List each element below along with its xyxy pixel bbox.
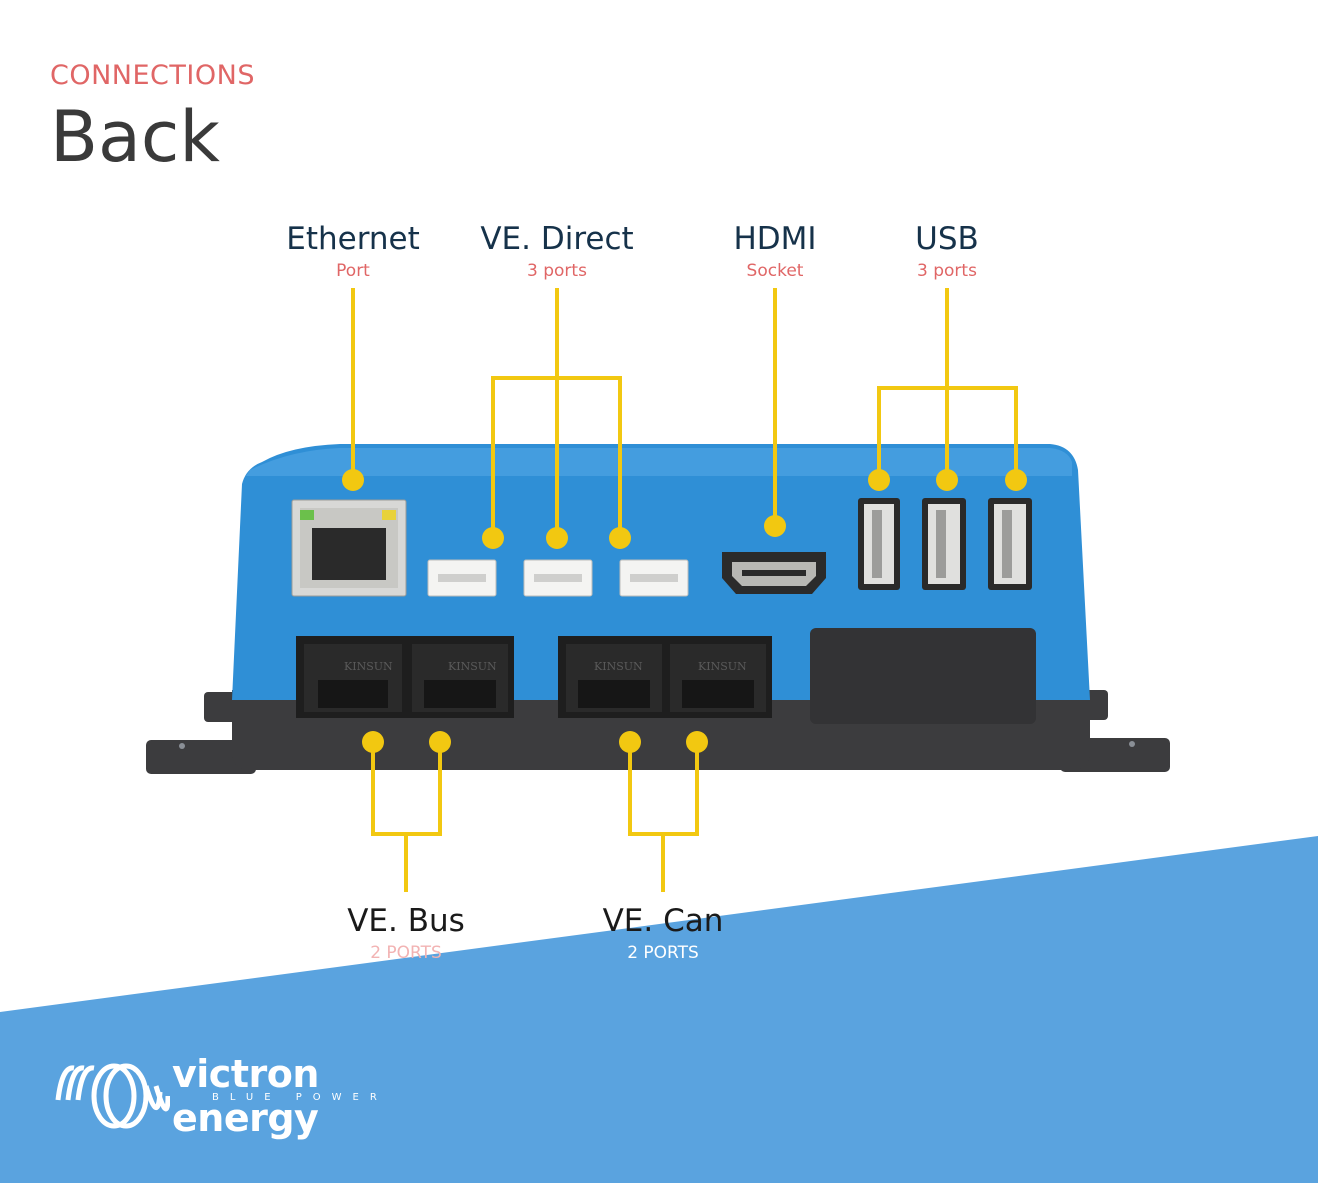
callout-lines — [351, 288, 1018, 892]
usb-port-2 — [922, 498, 966, 590]
ve-direct-port-2 — [523, 559, 593, 597]
rj45-brand-text: KINSUN — [698, 660, 747, 673]
rj45-brand-text: KINSUN — [448, 660, 497, 673]
usb-port-1 — [858, 498, 900, 590]
hdmi-name: HDMI — [733, 221, 817, 257]
ethernet-label: Ethernet Port — [286, 220, 420, 282]
ve-can-label: VE. Can 2 PORTS — [603, 902, 724, 964]
ve-bus-sub: 2 PORTS — [370, 943, 442, 963]
usb-sub: 3 ports — [917, 261, 977, 281]
ve-direct-sub: 3 ports — [527, 261, 587, 281]
ve-can-sub: 2 PORTS — [627, 943, 699, 963]
logo-tagline: BLUE POWER — [212, 1092, 388, 1103]
ve-direct-name: VE. Direct — [480, 221, 634, 257]
ve-bus-label: VE. Bus 2 PORTS — [347, 902, 465, 964]
rj45-brand-text: KINSUN — [344, 660, 393, 673]
ve-direct-label: VE. Direct 3 ports — [480, 220, 633, 282]
ve-direct-port-1 — [427, 559, 497, 597]
victron-logo: victron energy BLUE POWER — [52, 1052, 452, 1140]
hdmi-socket — [722, 552, 826, 594]
hdmi-label: HDMI Socket — [733, 220, 816, 282]
footer-band — [0, 836, 1318, 1183]
section-eyebrow: CONNECTIONS — [50, 60, 255, 91]
logo-wordmark: victron energy — [172, 1052, 319, 1140]
page-title: Back — [50, 96, 220, 178]
hdmi-sub: Socket — [746, 261, 804, 281]
rj45-brand-text: KINSUN — [594, 660, 643, 673]
callout-dots — [342, 469, 1027, 753]
usb-name: USB — [915, 221, 979, 257]
victron-coil-logo-icon — [55, 1063, 170, 1129]
ethernet-port — [291, 499, 407, 597]
ve-can-name: VE. Can — [602, 903, 724, 939]
cover-plate — [810, 628, 1036, 724]
ve-bus-name: VE. Bus — [347, 903, 465, 939]
ethernet-sub: Port — [336, 261, 370, 281]
ve-direct-port-3 — [619, 559, 689, 597]
ethernet-name: Ethernet — [286, 221, 420, 257]
usb-port-3 — [988, 498, 1032, 590]
ve-bus-ports: KINSUN KINSUN — [296, 636, 514, 718]
usb-label: USB 3 ports — [915, 220, 979, 282]
ve-can-ports: KINSUN KINSUN — [558, 636, 772, 718]
